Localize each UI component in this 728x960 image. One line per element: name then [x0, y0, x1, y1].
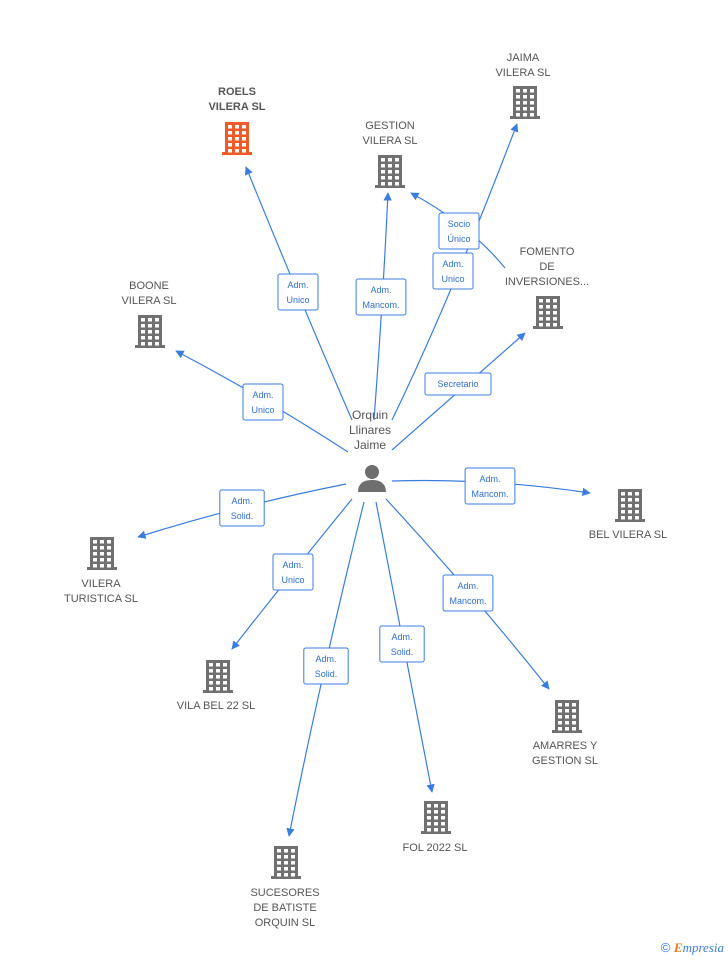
roles-layer: Adm.UnicoAdm.Mancom.Adm.UnicoSecretarioA… [219, 212, 516, 685]
role-badge-bel[interactable]: Adm.Mancom. [464, 467, 516, 505]
building-icon-jaima[interactable] [510, 86, 540, 119]
building-icon-boone[interactable] [135, 315, 165, 348]
role-badge-gestion[interactable]: Adm.Mancom. [355, 278, 407, 316]
role-badge-vila[interactable]: Adm.Unico [272, 553, 314, 591]
role-text: Adm.Mancom. [449, 581, 486, 606]
role-badge-turistica[interactable]: Adm.Solid. [219, 489, 265, 527]
company-label-fol: FOL 2022 SL [402, 842, 467, 854]
company-label-vila: VILA BEL 22 SL [177, 700, 255, 712]
role-text: Adm.Unico [441, 259, 464, 284]
role-badge-sucesores[interactable]: Adm.Solid. [303, 647, 349, 685]
company-label-bel: BEL VILERA SL [589, 529, 667, 541]
building-icon-fol[interactable] [421, 801, 451, 834]
building-icon-amarres[interactable] [552, 700, 582, 733]
role-text: Adm.Unico [286, 280, 309, 305]
role-badge-boone[interactable]: Adm.Unico [242, 383, 284, 421]
role-badge-amarres[interactable]: Adm.Mancom. [442, 574, 494, 612]
role-badge-roels[interactable]: Adm.Unico [277, 273, 319, 311]
role-text: Adm.Mancom. [362, 285, 399, 310]
role-text: Adm.Unico [281, 560, 304, 585]
role-text: Adm.Solid. [231, 496, 254, 521]
brand-logo: Empresia [673, 940, 724, 955]
role-text: Adm.Mancom. [471, 474, 508, 499]
building-icon-turistica[interactable] [87, 537, 117, 570]
building-icon-bel[interactable] [615, 489, 645, 522]
building-icon-fomento[interactable] [533, 296, 563, 329]
role-badge-jaima[interactable]: Adm.Unico [432, 252, 474, 290]
building-icon-gestion[interactable] [375, 155, 405, 188]
role-text: Secretario [437, 379, 478, 389]
copyright-symbol: © [660, 940, 671, 955]
role-badge-fomento[interactable]: Secretario [424, 372, 492, 396]
building-icon-roels[interactable] [222, 122, 252, 155]
edges-layer [137, 123, 591, 837]
building-icon-sucesores[interactable] [271, 846, 301, 879]
role-text: Adm.Unico [251, 390, 274, 415]
role-text: Adm.Solid. [315, 654, 338, 679]
building-icon-vila[interactable] [203, 660, 233, 693]
person-icon[interactable] [358, 465, 386, 492]
role-text: Adm.Solid. [391, 632, 414, 657]
footer-brand[interactable]: © Empresia [661, 940, 724, 956]
role-badge-fol[interactable]: Adm.Solid. [379, 625, 425, 663]
